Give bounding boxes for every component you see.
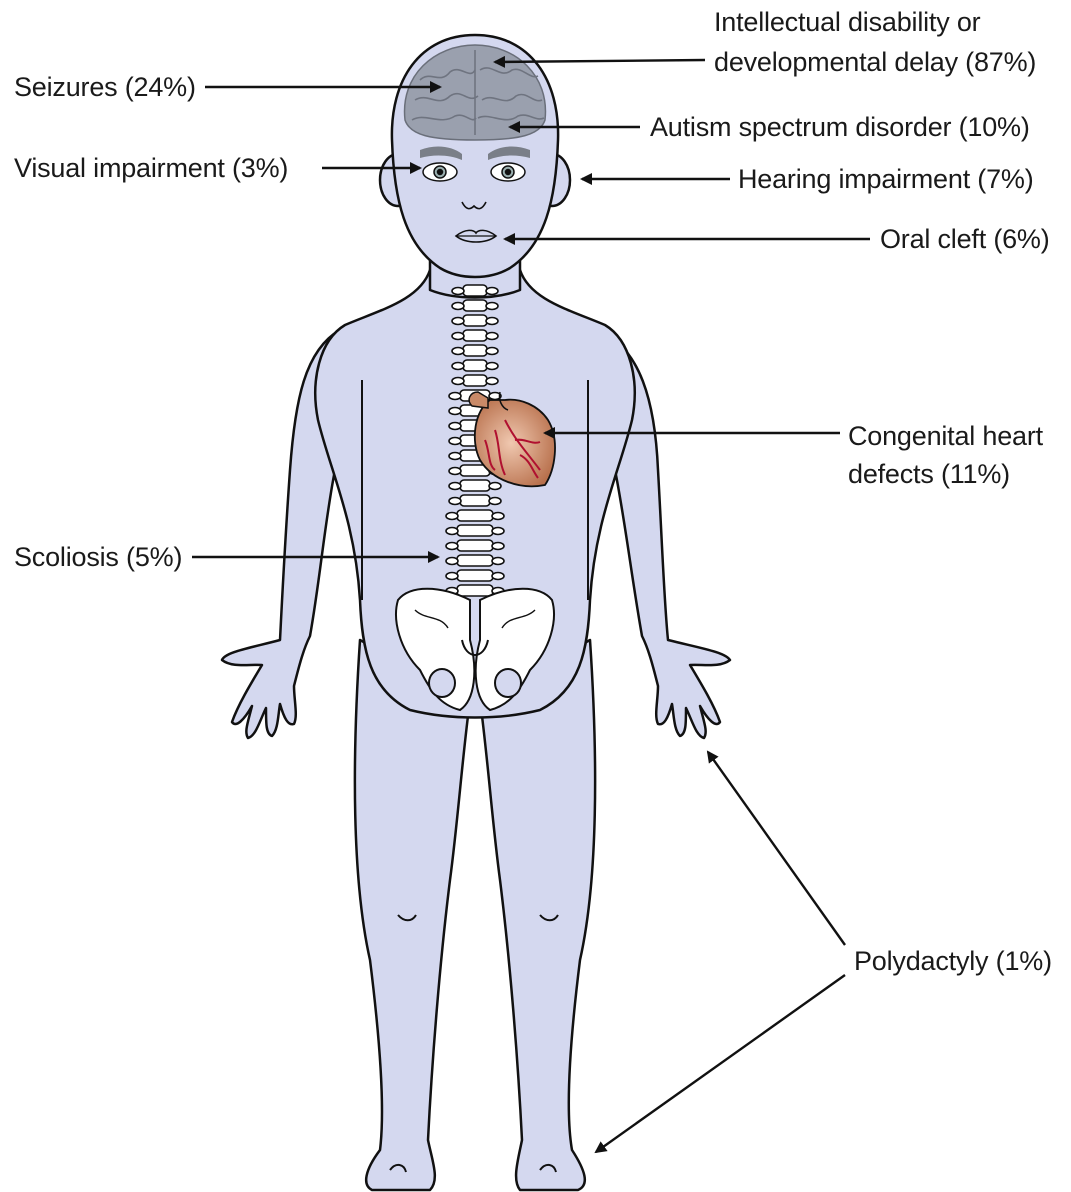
vertebra-process — [449, 453, 461, 460]
vertebra-process — [446, 513, 458, 520]
vertebra-process — [486, 378, 498, 385]
label-heart-line2: defects (11%) — [848, 458, 1010, 490]
vertebra-process — [486, 348, 498, 355]
label-oral-cleft: Oral cleft (6%) — [880, 223, 1050, 255]
vertebra-process — [492, 528, 504, 535]
vertebra-process — [452, 363, 464, 370]
vertebra — [463, 315, 487, 326]
vertebra-process — [492, 558, 504, 565]
label-scoliosis: Scoliosis (5%) — [14, 541, 182, 573]
vertebra-process — [492, 513, 504, 520]
vertebra — [457, 525, 493, 536]
vertebra-process — [452, 318, 464, 325]
vertebra-process — [452, 303, 464, 310]
vertebra — [463, 360, 487, 371]
vertebra — [463, 300, 487, 311]
vertebra — [457, 555, 493, 566]
vertebra-process — [452, 333, 464, 340]
label-hearing: Hearing impairment (7%) — [738, 163, 1034, 195]
vertebra — [463, 330, 487, 341]
label-heart-line1: Congenital heart — [848, 420, 1043, 452]
vertebra — [463, 285, 487, 296]
vertebra — [457, 570, 493, 581]
vertebra-process — [449, 408, 461, 415]
vertebra-process — [489, 498, 501, 505]
vertebra-process — [449, 438, 461, 445]
vertebra — [463, 375, 487, 386]
vertebra-process — [489, 483, 501, 490]
label-intellectual-line2: developmental delay (87%) — [714, 46, 1036, 78]
label-polydactyly: Polydactyly (1%) — [854, 945, 1052, 977]
vertebra — [460, 480, 490, 491]
vertebra-process — [452, 378, 464, 385]
label-seizures: Seizures (24%) — [14, 71, 196, 103]
vertebra-process — [486, 288, 498, 295]
vertebra-process — [449, 393, 461, 400]
vertebra-process — [486, 318, 498, 325]
vertebra-process — [446, 573, 458, 580]
vertebra-process — [486, 303, 498, 310]
right-eye — [491, 163, 525, 181]
vertebra — [457, 510, 493, 521]
vertebra — [457, 540, 493, 551]
vertebra-process — [449, 468, 461, 475]
label-intellectual-line1: Intellectual disability or — [714, 6, 980, 38]
vertebra-process — [446, 528, 458, 535]
vertebra — [457, 585, 493, 596]
left-leg — [355, 640, 470, 1190]
vertebra-process — [486, 333, 498, 340]
vertebra-process — [486, 363, 498, 370]
vertebra-process — [449, 483, 461, 490]
vertebra-process — [449, 423, 461, 430]
right-leg — [480, 640, 595, 1190]
vertebra-process — [492, 543, 504, 550]
label-visual: Visual impairment (3%) — [14, 152, 288, 184]
label-autism: Autism spectrum disorder (10%) — [650, 111, 1030, 143]
vertebra-process — [449, 498, 461, 505]
left-eye — [423, 163, 457, 181]
vertebra-process — [492, 573, 504, 580]
arrow-polydactyly-hand — [708, 752, 845, 945]
vertebra-process — [452, 288, 464, 295]
vertebra-process — [446, 558, 458, 565]
vertebra-process — [452, 348, 464, 355]
vertebra-process — [446, 543, 458, 550]
arrow-polydactyly-foot — [596, 975, 845, 1152]
vertebra — [460, 495, 490, 506]
vertebra — [463, 345, 487, 356]
